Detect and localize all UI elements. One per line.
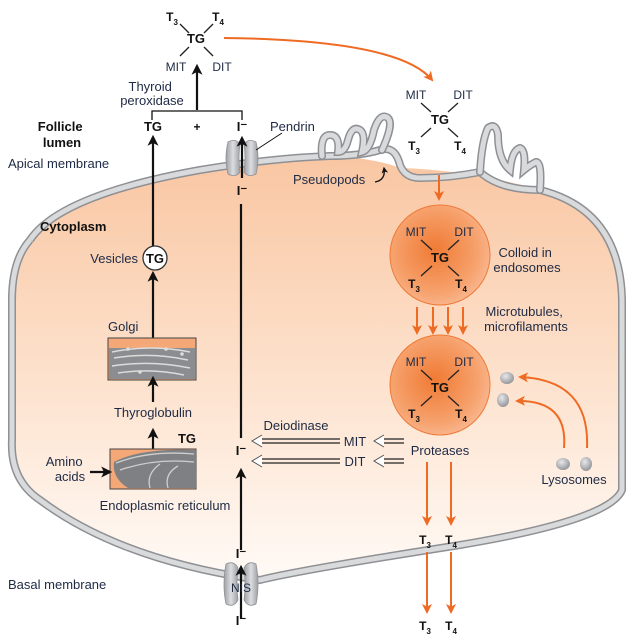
lysosome-arrow-lower [515,395,566,449]
endoplasmic-reticulum [109,448,197,490]
iodide-cyto-top-label: I⁻ [237,183,248,198]
iodide-basal-in-label: I⁻ [236,546,247,561]
colloid-endosome: TG MIT DIT T3 T4 [389,204,491,306]
amino-acids-label: Amino acids [46,454,86,484]
cytoplasm-label: Cytoplasm [40,219,106,234]
t3-cyto-label: T3 [419,533,431,550]
endolysosome: TG MIT DIT T3 T4 [389,334,491,436]
t3-blood-label: T3 [419,619,431,636]
t3-label: T3 [166,10,178,27]
apical-membrane-label: Apical membrane [8,156,109,171]
mit-released-label: MIT [344,434,366,449]
t4-label: T4 [455,407,467,424]
t4-label: T4 [455,277,467,294]
endoplasmic-reticulum-label: Endoplasmic reticulum [100,498,231,513]
t4-label: T4 [454,139,466,156]
golgi-apparatus [107,337,197,381]
golgi-label: Golgi [108,319,138,334]
microtubules-label: Microtubules, microfilaments [484,304,568,334]
pseudopods [317,112,545,194]
t4-cyto-label: T4 [445,533,457,550]
t4-blood-label: T4 [445,619,457,636]
mit-label: MIT [166,60,187,74]
deiodinase-arrows [251,434,404,468]
thyroid-peroxidase-label: Thyroid peroxidase [120,79,184,108]
vesicle-tg-label: TG [146,251,164,266]
nis-label: NIS [231,581,251,595]
vesicles-label: Vesicles [90,251,138,266]
lysosomes [556,457,592,471]
tg-label: TG [431,112,449,127]
lysosome-arrow-upper [518,372,589,449]
iodide-lumen-label: I⁻ [237,119,248,134]
lysosomes-fusing [497,372,514,407]
microtubule-arrows [412,307,468,335]
dit-label: DIT [212,60,232,74]
proteases-label: Proteases [411,443,470,458]
mit-label: MIT [406,225,427,239]
thyroglobulin-label: Thyroglobulin [114,405,192,420]
tg-label: TG [431,250,449,265]
lysosomes-label: Lysosomes [541,472,607,487]
cell-membrane [7,145,626,585]
er-tg-label: TG [178,431,196,446]
t3-label: T3 [408,139,420,156]
pendrin-pointer [255,132,283,151]
tg-label: TG [187,31,205,46]
deiodinase-label: Deiodinase [263,418,328,433]
dit-label: DIT [454,355,474,369]
tg-complex-lumen-right: TG MIT DIT T3 T4 [406,88,474,156]
dit-label: DIT [454,225,474,239]
nis-channel [223,562,259,606]
dit-released-label: DIT [345,454,366,469]
tg-lumen-label: TG [144,119,162,134]
endocytosis-orange-arrow [223,37,434,82]
follicle-lumen-label: Follicle lumen [38,119,86,150]
t3-label: T3 [408,277,420,294]
basal-membrane-label: Basal membrane [8,577,106,592]
plus-sign: + [193,120,200,134]
tg-complex-iodinated: TG T3 T4 MIT DIT [166,10,233,74]
pseudopods-pointer [374,166,389,183]
t3-label: T3 [408,407,420,424]
pendrin-label: Pendrin [270,119,315,134]
mit-label: MIT [406,88,427,102]
reaction-bracket [151,110,243,120]
iodide-blood-label: I⁻ [236,613,247,628]
t4-label: T4 [212,10,224,27]
mit-label: MIT [406,355,427,369]
dit-label: DIT [453,88,473,102]
colloid-label: Colloid in endosomes [493,245,561,275]
pseudopods-label: Pseudopods [293,172,366,187]
tg-label: TG [431,380,449,395]
vesicle [142,245,168,271]
iodide-recycled-label: I⁻ [236,443,247,458]
